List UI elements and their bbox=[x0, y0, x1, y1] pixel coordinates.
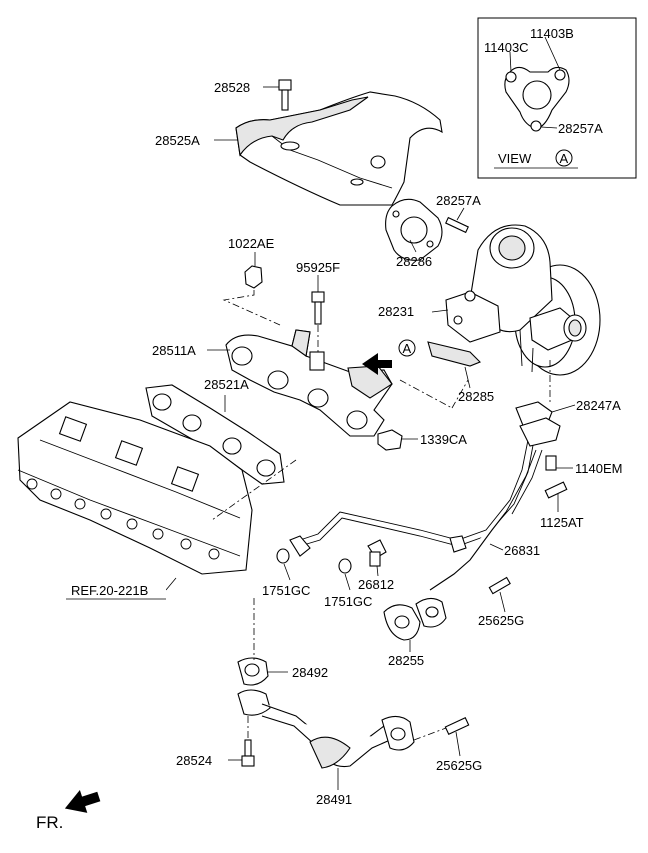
label-28247A: 28247A bbox=[576, 398, 621, 413]
heat-shield bbox=[235, 91, 443, 206]
nut-1339CA bbox=[377, 429, 403, 451]
egr-gasket bbox=[237, 598, 269, 686]
bolt-95925F bbox=[311, 291, 325, 352]
turbocharger bbox=[445, 224, 601, 405]
front-arrow-icon bbox=[64, 790, 101, 813]
label-11403C: 11403C bbox=[484, 40, 529, 55]
turbo-gasket bbox=[385, 198, 469, 261]
reference-callout: REF.20-221B bbox=[66, 577, 177, 600]
bolt-28528 bbox=[263, 79, 292, 111]
label-28524: 28524 bbox=[176, 753, 212, 768]
view-arrow-marker: A bbox=[403, 341, 412, 356]
label-25625G-b: 25625G bbox=[436, 758, 482, 773]
label-1751GC-a: 1751GC bbox=[262, 583, 310, 598]
front-direction-indicator: FR. bbox=[36, 790, 101, 832]
leader-lines bbox=[207, 139, 576, 790]
egr-pipe bbox=[237, 689, 447, 769]
label-1125AT: 1125AT bbox=[540, 515, 584, 530]
view-a-arrow: A bbox=[362, 339, 416, 375]
pipe-flange-gasket bbox=[383, 597, 447, 641]
label-28231: 28231 bbox=[378, 304, 414, 319]
label-28491: 28491 bbox=[316, 792, 352, 807]
label-26831: 26831 bbox=[504, 543, 540, 558]
label-1140EM: 1140EM bbox=[575, 461, 622, 476]
reference-label: REF.20-221B bbox=[71, 583, 148, 598]
label-28286: 28286 bbox=[396, 254, 432, 269]
bolt-25625G-a bbox=[488, 576, 511, 613]
view-title: VIEW bbox=[498, 151, 532, 166]
label-28525A: 28525A bbox=[155, 133, 200, 148]
washer-1751GC-a bbox=[276, 548, 290, 564]
label-28285: 28285 bbox=[458, 389, 494, 404]
label-1751GC-b: 1751GC bbox=[324, 594, 372, 609]
exhaust-manifold bbox=[225, 329, 469, 437]
label-view-28257A: 28257A bbox=[558, 121, 603, 136]
label-28528: 28528 bbox=[214, 80, 250, 95]
nut-1022AE bbox=[222, 265, 281, 326]
label-25625G-a: 25625G bbox=[478, 613, 524, 628]
label-1339CA: 1339CA bbox=[420, 432, 467, 447]
bolt-25625G-b bbox=[444, 716, 470, 757]
label-28521A: 28521A bbox=[204, 377, 249, 392]
turbo-outlet-gasket bbox=[427, 341, 481, 389]
label-11403B: 11403B bbox=[530, 26, 574, 41]
front-label: FR. bbox=[36, 813, 63, 832]
label-28511A: 28511A bbox=[152, 343, 196, 358]
view-a-inset: 11403B 11403C 28257A VIEW A bbox=[477, 17, 637, 179]
label-26812: 26812 bbox=[358, 577, 394, 592]
label-28492: 28492 bbox=[292, 665, 328, 680]
turbo-pipe-assembly bbox=[289, 401, 568, 591]
cylinder-head bbox=[17, 401, 297, 575]
label-95925F: 95925F bbox=[296, 260, 340, 275]
bolt-28524 bbox=[228, 716, 255, 767]
manifold-gasket bbox=[145, 384, 285, 485]
label-28255: 28255 bbox=[388, 653, 424, 668]
fitting-26812 bbox=[367, 539, 387, 567]
washer-1751GC-b bbox=[338, 558, 352, 574]
label-28257A: 28257A bbox=[436, 193, 481, 208]
label-1022AE: 1022AE bbox=[228, 236, 275, 251]
view-marker: A bbox=[560, 151, 569, 166]
